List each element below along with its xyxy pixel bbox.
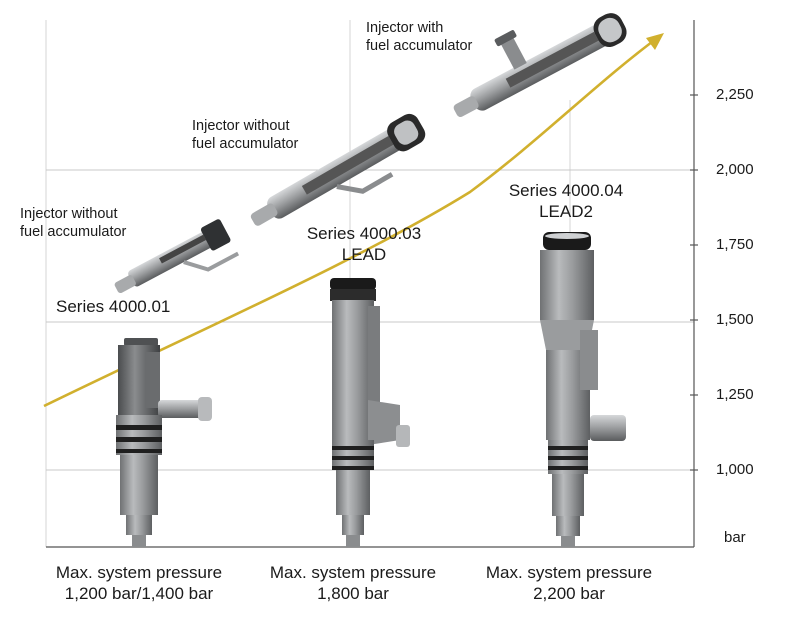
pressure-title: Max. system pressure (55, 563, 223, 582)
callout-line: fuel accumulator (20, 223, 127, 240)
callout-injector-with-accumulator: Injector with fuel accumulator (366, 20, 472, 55)
pressure-trend-arrow (43, 33, 664, 408)
callout-line: Injector without (20, 206, 118, 222)
axis-tick-label: 1,750 (716, 236, 754, 253)
series-label-4000-01: Series 4000.01 (56, 297, 216, 318)
callout-line: Injector without (192, 118, 290, 134)
injector-series-4000-03 (330, 278, 410, 547)
series-label-4000-04: Series 4000.04 LEAD2 (486, 181, 646, 222)
injector-series-4000-01 (116, 338, 212, 547)
cutaway-injector-2 (250, 113, 426, 226)
callout-line: fuel accumulator (192, 135, 299, 152)
pressure-label-2: Max. system pressure 1,800 bar (248, 562, 458, 605)
axis-tick-label: 1,250 (716, 386, 754, 403)
pressure-value: 1,200 bar/1,400 bar (64, 584, 214, 604)
series-label-4000-03: Series 4000.03 LEAD (284, 224, 444, 265)
axis-tick-label: 1,500 (716, 311, 754, 328)
injector-series-4000-04 (540, 232, 626, 547)
axis-tick-label: 2,000 (716, 161, 754, 178)
series-name: Series 4000.01 (56, 297, 171, 316)
pressure-label-1: Max. system pressure 1,200 bar/1,400 bar (34, 562, 244, 605)
pressure-value: 2,200 bar (533, 584, 605, 604)
series-name: Series 4000.04 (508, 181, 624, 200)
pressure-value: 1,800 bar (317, 584, 389, 604)
axis-tick-label: 2,250 (716, 86, 754, 103)
callout-line: fuel accumulator (366, 37, 473, 54)
series-variant: LEAD (341, 244, 387, 264)
cutaway-injector-3 (453, 13, 627, 118)
pressure-label-3: Max. system pressure 2,200 bar (464, 562, 674, 605)
axis-unit-label: bar (724, 529, 746, 546)
callout-injector-without-accumulator-1: Injector without fuel accumulator (20, 206, 126, 241)
pressure-axis (46, 20, 698, 548)
pressure-title: Max. system pressure (269, 563, 437, 582)
callout-injector-without-accumulator-2: Injector without fuel accumulator (192, 118, 298, 153)
callout-line: Injector with (366, 20, 444, 36)
series-variant: LEAD2 (539, 201, 593, 221)
pressure-title: Max. system pressure (485, 563, 653, 582)
cutaway-injector-1 (114, 219, 240, 294)
series-name: Series 4000.03 (306, 224, 422, 243)
axis-tick-label: 1,000 (716, 461, 754, 478)
